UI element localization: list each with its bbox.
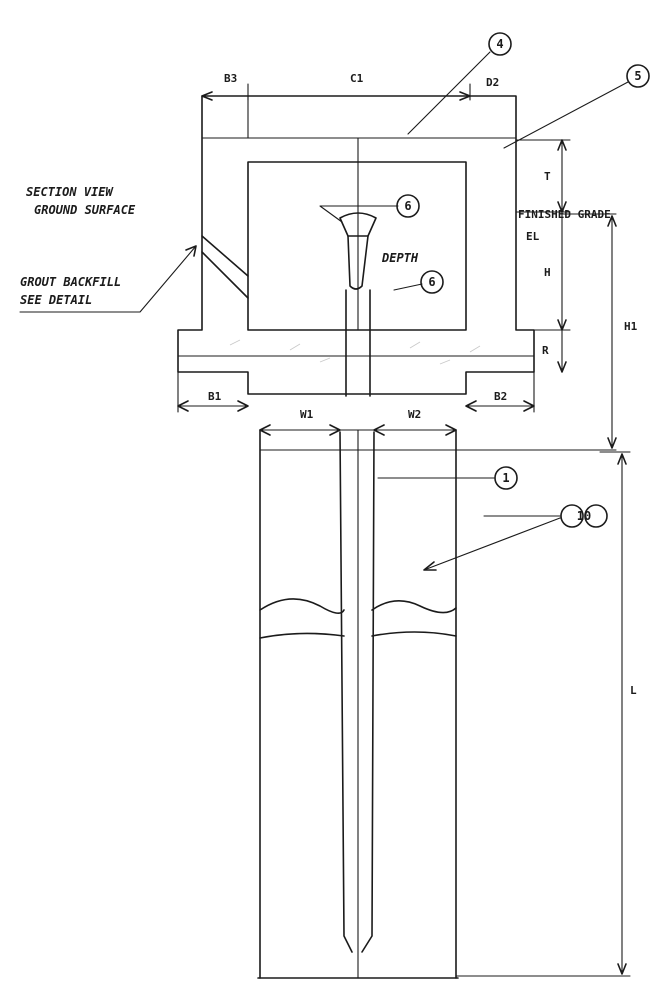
callout-f: 10 <box>560 504 608 528</box>
annotation-inner: DEPTH <box>381 251 419 265</box>
callout-e: 1 <box>494 466 518 490</box>
annotation-right: FINISHED GRADE <box>518 208 611 221</box>
dim-label-pile-left: W1 <box>300 408 314 421</box>
leader-a <box>407 51 491 135</box>
leader-d <box>393 283 423 291</box>
annotation-right-sub: EL <box>526 230 540 243</box>
leader-grout <box>19 245 197 313</box>
dim-far-right-arrow-top <box>607 215 617 227</box>
dim-pile-length-arrow-bottom <box>617 963 627 975</box>
annotation-left-mid-2: SEE DETAIL <box>20 293 92 307</box>
grout-channel-lower <box>201 251 249 299</box>
dim-base-right-arrow-l <box>465 400 477 412</box>
pile-cap <box>177 95 535 395</box>
callout-c-label: 6 <box>404 199 411 213</box>
annotation-left-mid-1: GROUT BACKFILL <box>20 275 121 289</box>
dim-right-arrow-bottom <box>557 361 567 373</box>
center-rod-left <box>339 431 353 953</box>
callout-d: 6 <box>420 270 444 294</box>
footing-texture <box>229 339 481 365</box>
leader-lines <box>19 51 629 571</box>
callout-d-label: 6 <box>428 275 435 289</box>
anchor-rod-head <box>339 212 377 237</box>
dim-base-left-arrow-r <box>237 400 249 412</box>
annotation-left-top-1: SECTION VIEW <box>26 185 114 199</box>
pile <box>257 429 617 979</box>
dim-top-arrow-left <box>201 91 213 101</box>
dim-right-arrow-mid <box>557 201 567 213</box>
callout-f-label: 10 <box>577 509 591 523</box>
dim-label-far-right: H1 <box>624 320 638 333</box>
grout-channel-upper <box>201 235 249 277</box>
leader-f-arrow <box>423 561 437 571</box>
dim-label-right-mid: H <box>544 266 551 279</box>
dim-label-top-right: D2 <box>486 76 499 89</box>
dim-label-pile-right: W2 <box>408 408 421 421</box>
leader-grout-arrow <box>185 245 197 257</box>
dim-top-arrow-right <box>459 91 471 101</box>
dim-label-top-left: B3 <box>224 72 237 85</box>
dim-right-arrow-top <box>557 139 567 151</box>
callout-b: 5 <box>626 64 650 88</box>
pile-break-line-upper-right <box>371 600 457 614</box>
dim-label-top-mid: C1 <box>350 72 364 85</box>
dim-pile-length-arrow-top <box>617 453 627 465</box>
dim-label-right-lower: R <box>542 344 549 357</box>
pile-break-line-lower-right <box>371 631 457 637</box>
dim-label-right-upper: T <box>544 170 551 183</box>
anchor-rod-shaft-upper <box>347 235 369 290</box>
dim-far-right-arrow-bottom <box>607 437 617 449</box>
center-rod-right <box>361 431 375 953</box>
pile-break-line-upper <box>259 598 345 614</box>
dim-right-arrow-low <box>557 319 567 331</box>
dim-label-base-right: B2 <box>494 390 507 403</box>
leader-c <box>319 205 399 223</box>
cap-inner-pocket <box>247 161 467 331</box>
cap-outer-outline <box>177 95 535 395</box>
leader-f-2 <box>423 517 561 571</box>
dim-pile-arrow-r <box>445 424 457 436</box>
dim-label-base-left: B1 <box>208 390 222 403</box>
dim-label-pile-length: L <box>630 684 637 697</box>
dim-pile-arrow-ml <box>329 424 341 436</box>
callout-a-label: 4 <box>496 37 503 51</box>
dim-pile-arrow-l <box>259 424 271 436</box>
callout-e-label: 1 <box>502 471 509 485</box>
callout-b-label: 5 <box>634 69 641 83</box>
dimension-lines <box>177 83 631 977</box>
callout-c: 6 <box>396 194 420 218</box>
callout-a: 4 <box>488 32 512 56</box>
leader-b <box>503 81 629 149</box>
dim-pile-arrow-mr <box>373 424 385 436</box>
pile-break-line-lower <box>259 632 345 639</box>
annotation-left-top-2: GROUND SURFACE <box>34 203 136 217</box>
anchor-rod <box>339 212 377 397</box>
